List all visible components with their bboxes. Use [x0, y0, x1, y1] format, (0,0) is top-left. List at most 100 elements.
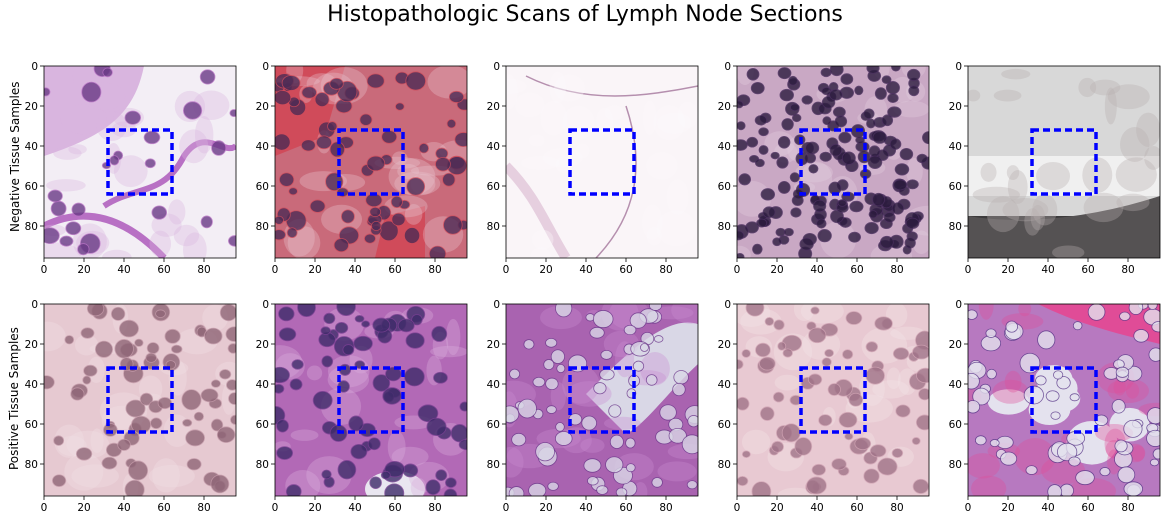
x-tick-label: 0 [272, 264, 279, 276]
axes-frame [967, 303, 1161, 497]
x-tick-label: 0 [41, 502, 48, 514]
x-tick-label: 60 [388, 264, 401, 276]
tissue-scan [275, 304, 467, 496]
y-tick-label: 0 [262, 61, 269, 73]
x-tick-label: 40 [579, 264, 592, 276]
y-tick-label: 40 [718, 141, 731, 153]
tissue-scan [506, 304, 698, 496]
y-tick-label: 0 [955, 61, 962, 73]
y-tick-label: 0 [724, 299, 731, 311]
y-tick-label: 40 [256, 141, 269, 153]
x-tick-label: 40 [1041, 502, 1054, 514]
x-tick-label: 80 [428, 264, 441, 276]
x-tick-label: 40 [117, 264, 130, 276]
roi-dashed-box [337, 366, 405, 434]
x-tick-label: 60 [388, 502, 401, 514]
y-tick-label: 0 [31, 61, 38, 73]
x-tick-label: 60 [850, 502, 863, 514]
y-tick-label: 20 [487, 339, 500, 351]
x-tick-label: 0 [503, 264, 510, 276]
roi-dashed-box [799, 366, 867, 434]
axes-frame [43, 65, 237, 259]
x-tick-label: 60 [1081, 264, 1094, 276]
x-tick-label: 80 [1121, 502, 1134, 514]
y-tick-label: 40 [949, 379, 962, 391]
x-tick-label: 0 [272, 502, 279, 514]
y-tick-label: 60 [256, 419, 269, 431]
x-tick-label: 60 [619, 502, 632, 514]
x-tick-label: 0 [503, 502, 510, 514]
x-tick-label: 0 [734, 502, 741, 514]
y-tick-label: 20 [25, 101, 38, 113]
roi-dashed-box [799, 128, 867, 196]
x-tick-label: 20 [77, 264, 90, 276]
tissue-scan [737, 66, 929, 258]
x-tick-label: 40 [117, 502, 130, 514]
y-tick-label: 80 [25, 459, 38, 471]
roi-dashed-box [568, 366, 636, 434]
x-tick-label: 60 [157, 502, 170, 514]
x-tick-label: 20 [308, 502, 321, 514]
roi-dashed-box [337, 128, 405, 196]
y-tick-label: 40 [949, 141, 962, 153]
y-tick-label: 80 [25, 221, 38, 233]
y-tick-label: 40 [718, 379, 731, 391]
y-tick-label: 80 [949, 459, 962, 471]
tissue-scan [44, 66, 236, 258]
tissue-scan [44, 304, 236, 496]
axes-frame [736, 303, 930, 497]
x-tick-label: 60 [1081, 502, 1094, 514]
x-tick-label: 80 [197, 502, 210, 514]
tissue-scan [737, 304, 929, 496]
y-tick-label: 0 [724, 61, 731, 73]
y-tick-label: 80 [256, 459, 269, 471]
x-tick-label: 20 [770, 502, 783, 514]
tissue-scan [506, 66, 698, 258]
y-tick-label: 60 [718, 181, 731, 193]
y-tick-label: 40 [25, 379, 38, 391]
x-tick-label: 80 [890, 264, 903, 276]
x-tick-label: 40 [810, 264, 823, 276]
y-tick-label: 20 [256, 339, 269, 351]
y-tick-label: 40 [487, 379, 500, 391]
y-tick-label: 60 [949, 419, 962, 431]
y-tick-label: 60 [25, 419, 38, 431]
x-tick-label: 60 [157, 264, 170, 276]
figure-title: Histopathologic Scans of Lymph Node Sect… [327, 2, 843, 27]
roi-dashed-box [1030, 128, 1098, 196]
x-tick-label: 20 [308, 264, 321, 276]
y-tick-label: 40 [487, 141, 500, 153]
y-tick-label: 60 [256, 181, 269, 193]
y-tick-label: 80 [487, 459, 500, 471]
y-tick-label: 0 [262, 299, 269, 311]
y-tick-label: 20 [718, 339, 731, 351]
roi-dashed-box [106, 128, 174, 196]
y-tick-label: 20 [949, 339, 962, 351]
x-tick-label: 0 [734, 264, 741, 276]
roi-dashed-box [568, 128, 636, 196]
x-tick-label: 0 [965, 502, 972, 514]
y-tick-label: 80 [718, 221, 731, 233]
axes-frame [274, 303, 468, 497]
x-tick-label: 80 [890, 502, 903, 514]
y-tick-label: 80 [256, 221, 269, 233]
axes-frame [736, 65, 930, 259]
y-tick-label: 60 [718, 419, 731, 431]
y-tick-label: 20 [25, 339, 38, 351]
x-tick-label: 60 [619, 264, 632, 276]
tissue-scan [275, 66, 467, 258]
y-tick-label: 60 [25, 181, 38, 193]
y-tick-label: 20 [256, 101, 269, 113]
x-tick-label: 40 [1041, 264, 1054, 276]
x-tick-label: 20 [770, 264, 783, 276]
roi-dashed-box [1030, 366, 1098, 434]
x-tick-label: 40 [348, 502, 361, 514]
x-tick-label: 40 [810, 502, 823, 514]
x-tick-label: 40 [579, 502, 592, 514]
x-tick-label: 20 [1001, 502, 1014, 514]
roi-dashed-box [106, 366, 174, 434]
y-tick-label: 80 [949, 221, 962, 233]
y-tick-label: 20 [949, 101, 962, 113]
tissue-scan [968, 304, 1160, 496]
